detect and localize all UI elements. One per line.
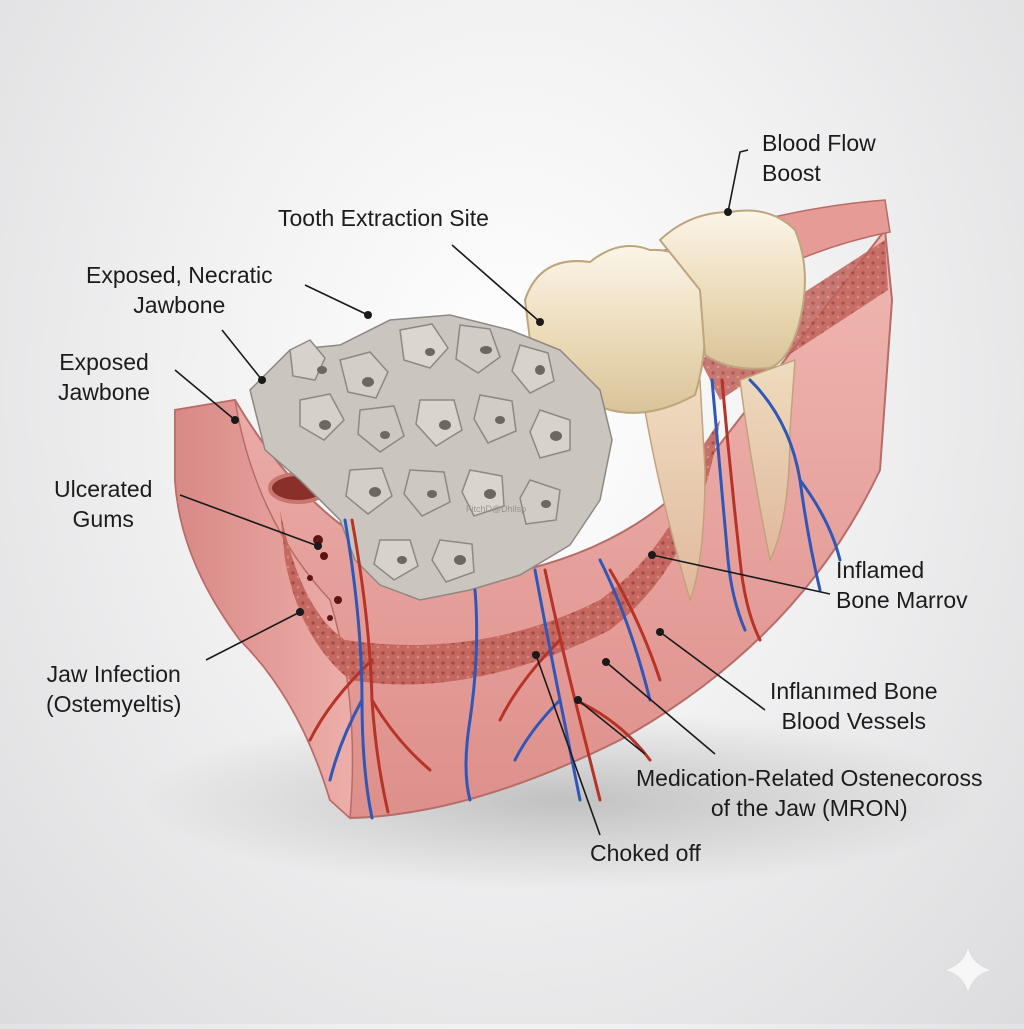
label-exposed-jawbone: Exposed Jawbone (58, 349, 151, 405)
leader-lines (174, 149, 831, 836)
veins (328, 378, 842, 820)
watermark-text: FitchD@Dhllsp (466, 504, 527, 514)
label-blood-flow-boost: Blood Flow Boost (762, 130, 876, 186)
jaw-cut-face (174, 399, 354, 820)
marrow-pits (307, 535, 342, 621)
label-choked-off: Choked off (590, 840, 701, 866)
root-front (639, 379, 706, 603)
molar-teeth (523, 209, 806, 603)
label-jaw-infection: Jaw Infection (Ostemyeltis) (46, 661, 182, 717)
label-mron: Medication-Related Ostenecoross of the J… (636, 765, 983, 821)
label-inflamed-bone-marrow: Inflamed Bone Marrov (836, 557, 968, 613)
necrotic-bone-holes (317, 346, 562, 565)
marrow-band (280, 420, 720, 685)
arteries (308, 378, 762, 814)
necrotic-bone-cluster (249, 314, 613, 601)
label-inflamed-bone-blood-vessels: Inflanımed Bone Blood Vessels (770, 678, 938, 734)
label-tooth-extraction-site: Tooth Extraction Site (278, 205, 489, 231)
sparkle-icon (943, 945, 993, 995)
label-exposed-necrotic-jawbone: Exposed, Necratic Jawbone (86, 262, 273, 318)
blood-vessels (308, 378, 842, 820)
root-back (739, 358, 796, 563)
label-ulcerated-gums: Ulcerated Gums (54, 476, 153, 532)
